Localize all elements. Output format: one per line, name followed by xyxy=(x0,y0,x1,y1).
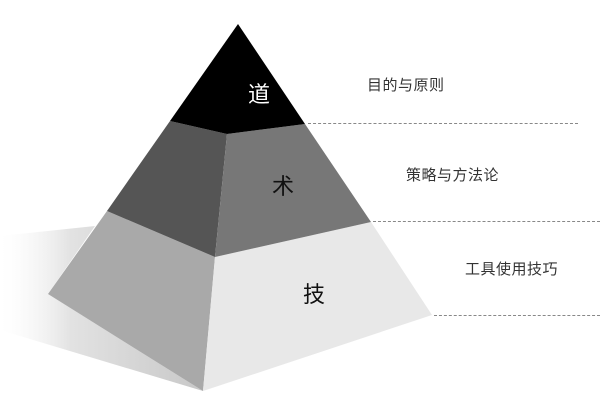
tier-top xyxy=(170,24,305,134)
tier-middle-right-face xyxy=(215,124,371,257)
tier-middle-left-face xyxy=(107,121,227,257)
tier-middle-label: 策略与方法论 xyxy=(406,166,500,184)
divider-top xyxy=(308,123,578,124)
divider-middle xyxy=(373,221,600,222)
tier-bottom-right-face xyxy=(203,222,432,391)
divider-bottom xyxy=(434,315,600,316)
tier-bottom-left-face xyxy=(48,211,215,391)
tier-top-label: 目的与原则 xyxy=(367,76,445,94)
tier-bottom-label: 工具使用技巧 xyxy=(465,260,559,278)
tier-top-char: 道 xyxy=(247,83,271,108)
tier-bottom-char: 技 xyxy=(302,283,326,308)
pyramid-shadow xyxy=(0,226,203,391)
tier-middle-char: 术 xyxy=(271,175,295,200)
